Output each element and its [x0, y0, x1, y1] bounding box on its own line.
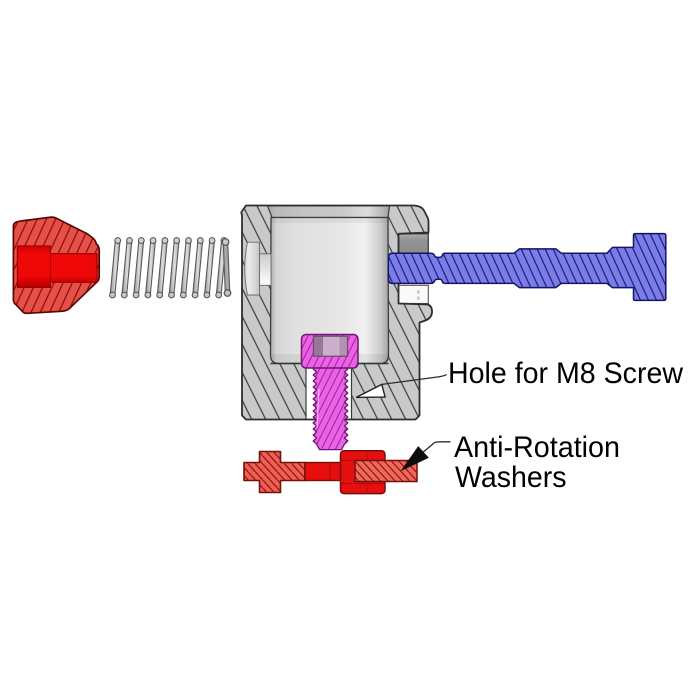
- svg-text:Washers: Washers: [455, 461, 567, 494]
- svg-text:Anti-Rotation: Anti-Rotation: [454, 431, 620, 464]
- svg-text:Hole for M8 Screw: Hole for M8 Screw: [448, 357, 683, 390]
